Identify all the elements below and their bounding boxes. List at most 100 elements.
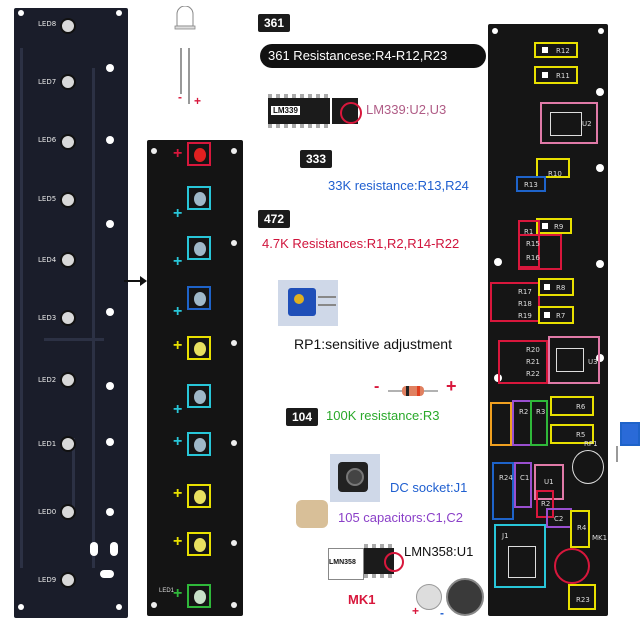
led-plus-sign: + [194,94,202,108]
led-pad [60,310,76,326]
blue-led [194,438,206,452]
blue-led [194,242,206,256]
r2-footprint [490,402,512,446]
led-pad [60,436,76,452]
side-connector-icon [620,422,640,446]
silk-label: U1 [544,478,554,486]
r33k-text: 33K resistance:R13,R24 [328,178,469,193]
mount-hole [106,508,114,516]
led-minus-sign: - [178,90,182,104]
led-slot-green [187,584,211,608]
silk-label: R23 [576,596,590,604]
bare-pcb-back: LED8 LED7 LED6 LED5 LED4 LED3 LED2 LED1 … [14,8,128,618]
r12-footprint: R12 [534,42,578,58]
u1-footprint: U1 [534,464,564,500]
mount-hole [596,88,604,96]
rp1-footprint [572,450,604,484]
led-slot-blue [187,432,211,456]
lm339-chip-icon: LM339 [268,94,330,128]
r15-r16-footprint: R15 R16 [518,234,562,270]
silk-label: U2 [582,120,592,128]
mk1-plus-sign: + [412,604,420,618]
silk-label: R16 [526,254,540,262]
mount-hole [231,240,237,246]
led-label: LED7 [38,78,57,86]
mount-hole [116,10,122,16]
silk-label: R18 [518,300,532,308]
polarity-plus: + [173,253,183,270]
mount-hole [231,148,237,154]
resistor-code-333: 333 [300,150,333,168]
silk-label: R12 [556,47,570,55]
led-leg [180,48,182,94]
dc-text: DC socket:J1 [390,480,468,495]
mount-hole [106,220,114,228]
silk-label: R3 [536,408,546,416]
silk-label: R4 [577,524,587,532]
led-slot-blue [187,286,211,310]
r23-footprint: R23 [568,584,596,610]
resistor-plus-sign: + [446,376,457,396]
resistor-minus-sign: - [374,378,380,395]
led-pad [60,18,76,34]
led-slot-blue [187,186,211,210]
silk-label: J1 [502,532,509,540]
mk1-text: MK1 [348,592,376,607]
polarity-plus: + [173,303,183,320]
r20-r22-footprint: R20 R21 R22 [498,340,548,384]
r5-footprint: R5 [550,424,594,444]
r10-footprint: R10 [536,158,570,178]
mount-hole [18,604,24,610]
mount-hole [596,260,604,268]
arrow-icon [124,280,142,282]
r24-footprint: R24 [492,462,514,520]
mount-hole [106,136,114,144]
assembled-pcb-photo: + + + + + + + + + + LED1 [147,140,243,616]
led-pad [60,192,76,208]
mount-hole [231,440,237,446]
r17-r19-footprint: R17 R18 R19 [490,282,540,322]
mount-hole [116,604,122,610]
slot-hole [110,542,118,556]
resistor-code-104: 104 [286,408,319,426]
microphone-bottom-icon [446,578,484,616]
r11-footprint: R11 [534,66,578,84]
slot-hole [100,570,114,578]
led-pad [60,572,76,588]
led-slot-yellow [187,484,211,508]
silk-label: C1 [520,474,530,482]
led-label: LED0 [38,508,57,516]
led-label: LED4 [38,256,57,264]
capacitor-icon [296,500,328,528]
lmn358-chip-mark: LMN358 [329,559,356,566]
led-slot-yellow [187,336,211,360]
c1-footprint: C1 [514,462,532,508]
led-label: LED6 [38,136,57,144]
led-label: LED8 [38,20,57,28]
resistor-code-472: 472 [258,210,291,228]
led-label: LED9 [38,576,57,584]
silk-label: R17 [518,288,532,296]
r13-footprint: R13 [516,176,546,192]
mount-hole [106,382,114,390]
pin1-marker-icon [340,102,362,124]
u2-footprint: U2 [540,102,598,144]
silk-label: R2 [519,408,529,416]
resistance-361-banner: 361 Resistancese:R4-R12,R23 [260,44,486,68]
resistor-icon [388,384,438,396]
green-led [194,590,206,604]
mount-hole [231,602,237,608]
silk-label: R20 [526,346,540,354]
led-label: LED5 [38,195,57,203]
silk-label: R1 [524,228,534,236]
silk-label: R24 [499,474,513,482]
polarity-plus: + [173,533,183,550]
pin1-marker-icon [384,552,404,572]
yellow-led [194,538,206,552]
led-label: LED3 [38,314,57,322]
silk-label: R9 [554,223,564,231]
rp1-text: RP1:sensitive adjustment [294,336,452,352]
mount-hole [596,354,604,362]
pcb-trace [72,438,75,508]
dc-socket-photo-bg [330,454,380,502]
